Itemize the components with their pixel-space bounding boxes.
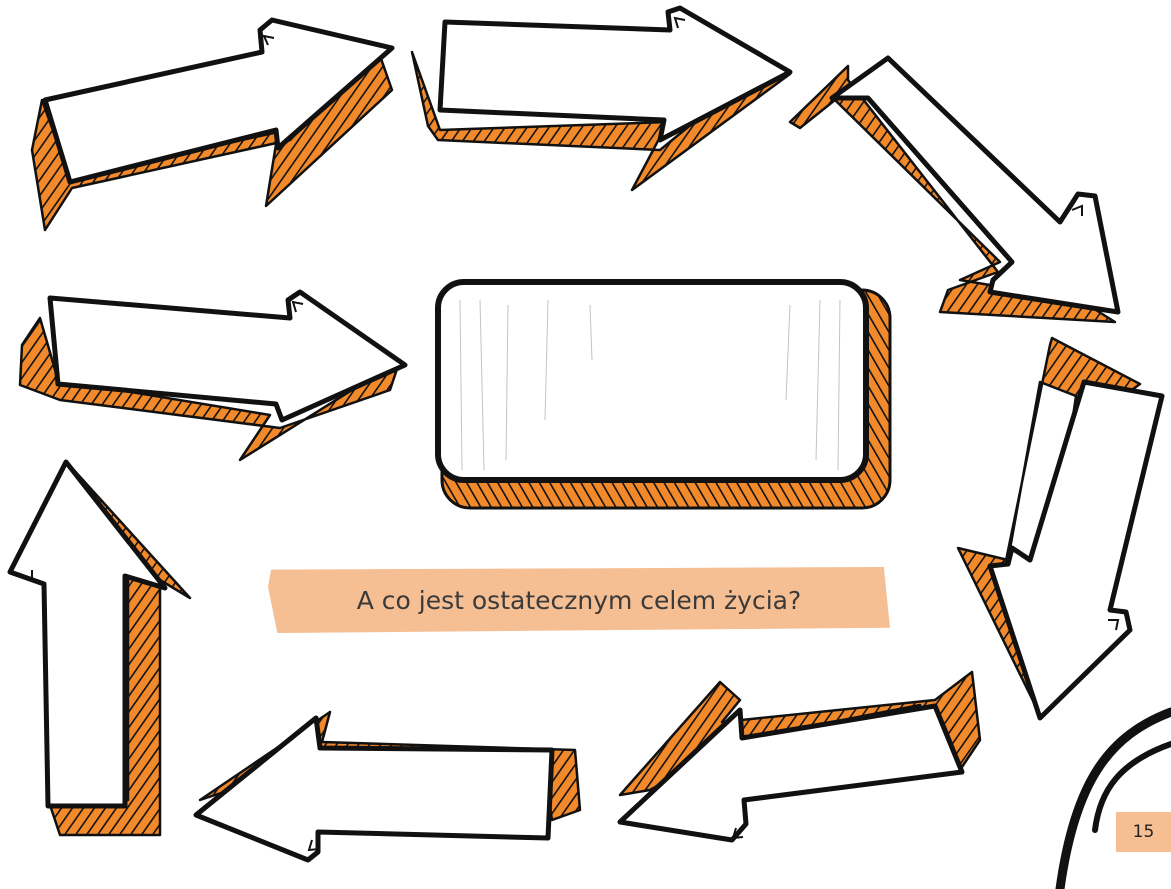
question-label: A co jest ostatecznym celem życia? [268, 567, 890, 633]
arrow-face [196, 718, 552, 860]
center-box [438, 282, 890, 508]
corner-swoosh [1060, 712, 1171, 889]
arrow-top-left [32, 20, 392, 230]
arrow-face [440, 8, 790, 140]
arrow-into-box [20, 292, 405, 460]
arrow-bottom-middle [196, 712, 580, 860]
arrow-left [10, 462, 190, 835]
arrow-bottom-right [620, 672, 980, 840]
page-number: 15 [1116, 812, 1171, 852]
center-box-face [438, 282, 866, 480]
arrow-top-middle [412, 8, 790, 190]
arrow-right [958, 338, 1162, 718]
